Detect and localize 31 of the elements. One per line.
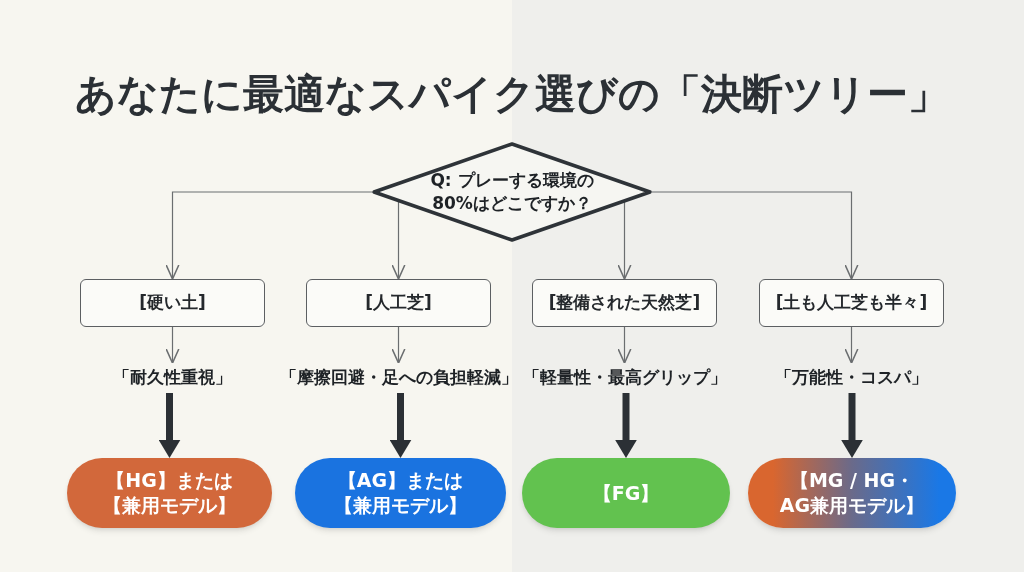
decision-diamond: [372, 142, 652, 242]
option-box: [306, 279, 491, 327]
spike-type-label: 【HG】または【兼用モデル】: [102, 468, 237, 518]
recommendation-pill: [522, 458, 730, 528]
terrain-label: [整備された天然芝]: [548, 291, 701, 315]
terrain-label: [人工芝]: [365, 291, 432, 315]
connector-arrow: [617, 201, 632, 280]
title: あなたに最適なスパイク選びの「決断ツリー」: [75, 70, 949, 120]
connector-arrow: [165, 191, 373, 280]
recommendation-pill: [67, 458, 272, 528]
connector-arrow: [617, 326, 632, 364]
spike-type-label: 【FG】: [592, 480, 660, 506]
spike-type-label: 【AG】または【兼用モデル】: [333, 468, 468, 518]
priority-text: 「摩擦回避・足への負担軽減」: [279, 365, 518, 391]
priority-text: 「耐久性重視」: [113, 365, 232, 391]
priority-text: 「軽量性・最高グリップ」: [522, 365, 727, 391]
spike-type-label: 【MG / HG・AG兼用モデル】: [778, 468, 926, 518]
connector-arrow: [391, 200, 406, 280]
recommendation-pill: [295, 458, 506, 528]
connector-arrow: [391, 326, 406, 364]
terrain-label: [硬い土]: [139, 291, 206, 315]
terrain-label: [土も人工芝も半々]: [775, 291, 928, 315]
connector-arrow: [844, 326, 859, 364]
option-box: [80, 279, 265, 327]
option-box: [532, 279, 717, 327]
question-text: Q: プレーする環境の80%はどこですか？: [429, 169, 595, 215]
priority-text: 「万能性・コスパ」: [775, 365, 928, 391]
option-box: [759, 279, 944, 327]
connector-arrow: [165, 326, 180, 364]
connector-arrow: [651, 191, 859, 280]
recommendation-pill: [748, 458, 956, 528]
